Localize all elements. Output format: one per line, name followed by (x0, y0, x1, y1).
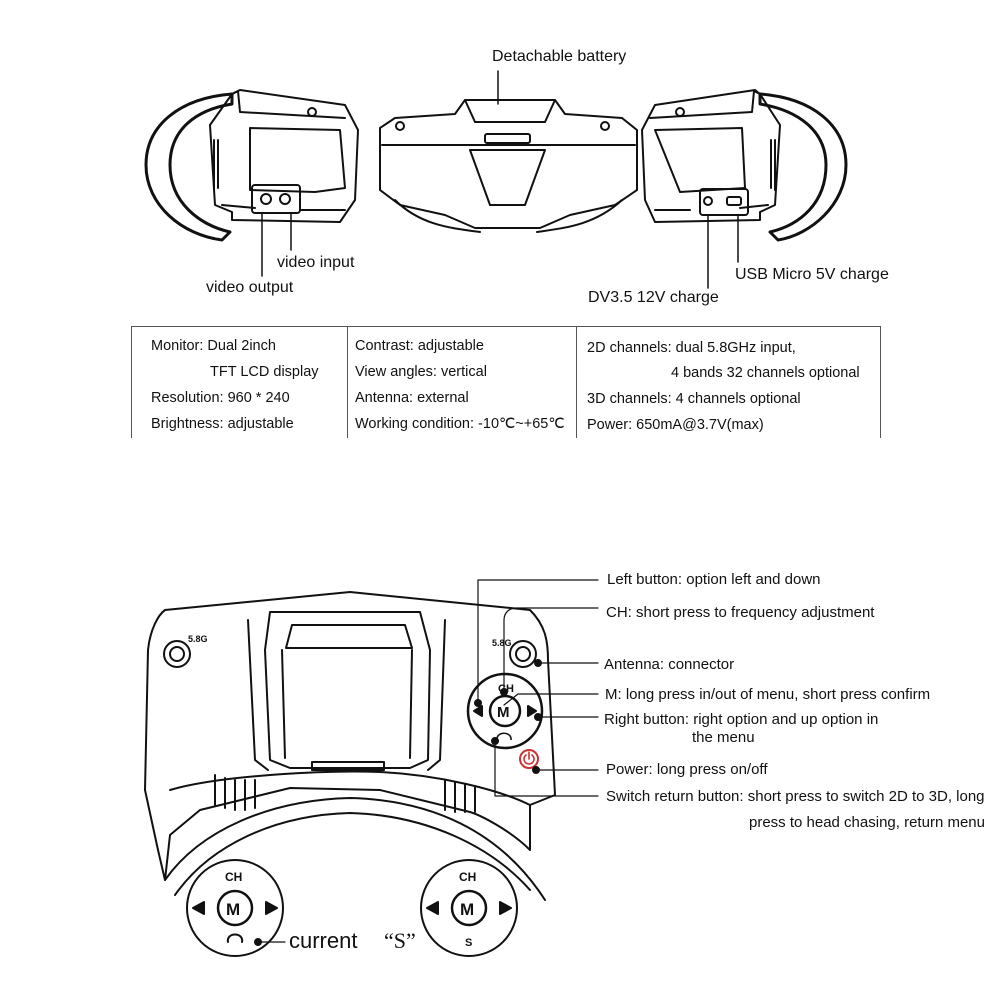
video-input-label: video input (277, 254, 355, 271)
callout-power: Power: long press on/off (606, 761, 768, 778)
spec-power: Power: 650mA@3.7V(max) (587, 417, 764, 433)
return-icon (496, 732, 512, 741)
power-icon (523, 751, 535, 765)
specs-divider-3 (880, 326, 881, 438)
spec-3d-channels: 3D channels: 4 channels optional (587, 391, 801, 407)
spec-resolution: Resolution: 960 * 240 (151, 390, 290, 406)
spec-view-angles: View angles: vertical (355, 364, 487, 380)
dc-charge-label: DV3.5 12V charge (588, 289, 719, 306)
spec-brightness: Brightness: adjustable (151, 416, 294, 432)
m-mark-left-pad: M (226, 900, 240, 919)
callout-right-button-cont: the menu (692, 729, 755, 746)
battery-label: Detachable battery (492, 48, 627, 65)
specs-divider-0 (131, 326, 132, 438)
callout-ch: CH: short press to frequency adjustment (606, 604, 875, 621)
callout-switch-return: Switch return button: short press to swi… (606, 788, 985, 805)
current-label: current (289, 928, 358, 953)
s-label: “S” (384, 928, 416, 953)
control-pad-s (420, 859, 518, 957)
spec-contrast: Contrast: adjustable (355, 338, 484, 354)
callout-left-button: Left button: option left and down (607, 571, 821, 588)
usb-charge-label: USB Micro 5V charge (735, 266, 889, 283)
callout-m: M: long press in/out of menu, short pres… (605, 686, 931, 703)
m-mark-main: M (497, 704, 510, 721)
spec-display: TFT LCD display (210, 364, 319, 380)
freq-label-right: 5.8G (492, 638, 512, 648)
spec-antenna: Antenna: external (355, 390, 469, 406)
specs-divider-1 (347, 326, 348, 438)
ch-mark-main: CH (498, 683, 514, 695)
goggles-right-side-view (641, 89, 848, 242)
spec-monitor: Monitor: Dual 2inch (151, 338, 276, 354)
callout-switch-return-cont: press to head chasing, return menu (749, 814, 985, 831)
ch-mark-right-pad: CH (459, 870, 476, 884)
specs-table: Monitor: Dual 2inch TFT LCD display Reso… (131, 326, 881, 438)
spec-working-condition: Working condition: -10℃~+65℃ (355, 416, 565, 432)
goggles-top-view (144, 591, 556, 901)
control-pad-current (186, 859, 286, 957)
freq-label-left: 5.8G (188, 634, 208, 644)
goggles-front-view (379, 99, 638, 233)
video-output-label: video output (206, 279, 294, 296)
spec-2d-channels: 2D channels: dual 5.8GHz input, (587, 340, 796, 356)
ch-mark-left-pad: CH (225, 870, 242, 884)
callout-leaders (477, 579, 599, 797)
spec-bands: 4 bands 32 channels optional (671, 365, 860, 381)
specs-divider-2 (576, 326, 577, 438)
callout-antenna: Antenna: connector (604, 656, 735, 673)
s-mark-right-pad: S (465, 937, 472, 949)
callout-right-button: Right button: right option and up option… (604, 711, 879, 728)
m-mark-right-pad: M (460, 900, 474, 919)
goggles-left-side-view (144, 89, 359, 242)
specs-top-rule (131, 326, 881, 327)
